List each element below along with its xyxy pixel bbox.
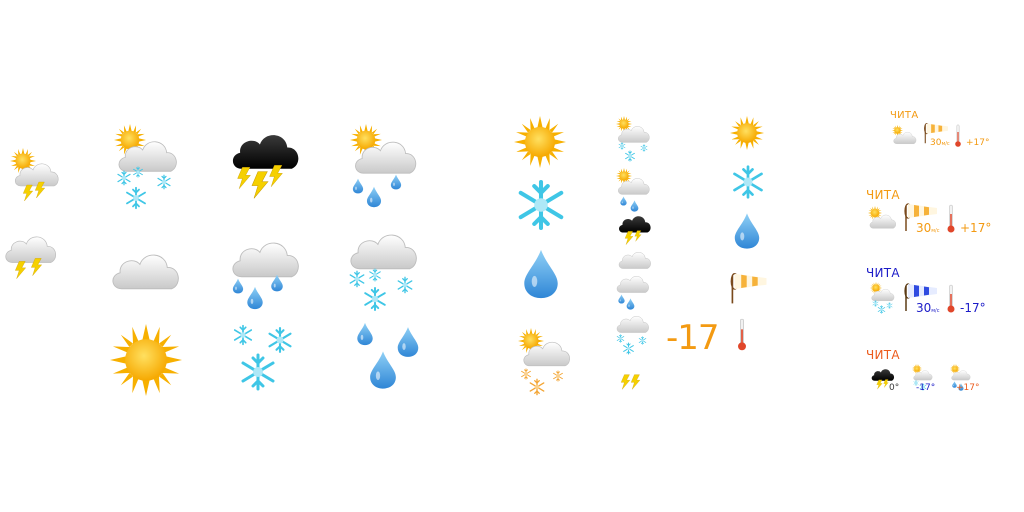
- cloud-snow-icon: [614, 312, 654, 356]
- sun-cloud-icon: [866, 206, 900, 232]
- thermometer-icon: [736, 318, 748, 352]
- snowflake-icon: [514, 178, 568, 232]
- sun-icon: [514, 116, 566, 168]
- cloud-rain-icon: [228, 234, 306, 312]
- thermometer-icon: [954, 124, 962, 148]
- sun-cloud-rain-icon: [346, 124, 424, 214]
- snowflakes-icon: [232, 324, 300, 394]
- sun-icon: [730, 116, 764, 150]
- raindrop-icon: [520, 248, 562, 300]
- sun-cloud-snow-icon: [614, 116, 654, 164]
- storm-cloud-lightning-icon: [228, 126, 306, 206]
- city-name: ЧИТА: [866, 188, 900, 202]
- sun-cloud-lightning-icon: [8, 148, 64, 208]
- sun-cloud-orange-snow-icon: [516, 328, 576, 398]
- sun-cloud-rain-icon: [614, 168, 654, 212]
- wind-speed: 30м/с: [916, 301, 940, 315]
- temperature: +17°: [960, 221, 992, 235]
- windsock-icon: [728, 270, 772, 306]
- big-temperature: -17: [666, 318, 720, 358]
- temperature: -17°: [960, 301, 986, 315]
- city-name: ЧИТА: [866, 348, 900, 362]
- sun-cloud-snow-icon: [110, 124, 184, 212]
- city-name: ЧИТА: [890, 110, 919, 121]
- cloud-icon: [108, 246, 186, 292]
- temperature-1: 0°: [889, 383, 900, 393]
- wind-speed: 30м/с: [930, 138, 950, 148]
- cloud-lightning-icon: [2, 230, 62, 290]
- temperature-2: -17°: [916, 383, 936, 393]
- lightning-icon: [620, 372, 648, 394]
- city-name: ЧИТА: [866, 266, 900, 280]
- temperature: +17°: [966, 138, 990, 148]
- sun-cloud-icon: [890, 125, 920, 147]
- raindrop-icon: [732, 212, 762, 250]
- raindrops-icon: [356, 322, 426, 392]
- cloud-snow-icon: [346, 226, 424, 316]
- thermometer-icon: [946, 284, 956, 314]
- sun-icon: [110, 324, 182, 396]
- cloud-rain-icon: [614, 272, 654, 312]
- temperature-3: +17°: [956, 383, 980, 393]
- snowflake-icon: [730, 164, 766, 200]
- sun-cloud-snow-icon: [868, 282, 898, 314]
- cloud-icon: [616, 248, 654, 270]
- thermometer-icon: [946, 204, 956, 234]
- storm-cloud-lightning-icon: [616, 212, 656, 248]
- wind-speed: 30м/с: [916, 221, 940, 235]
